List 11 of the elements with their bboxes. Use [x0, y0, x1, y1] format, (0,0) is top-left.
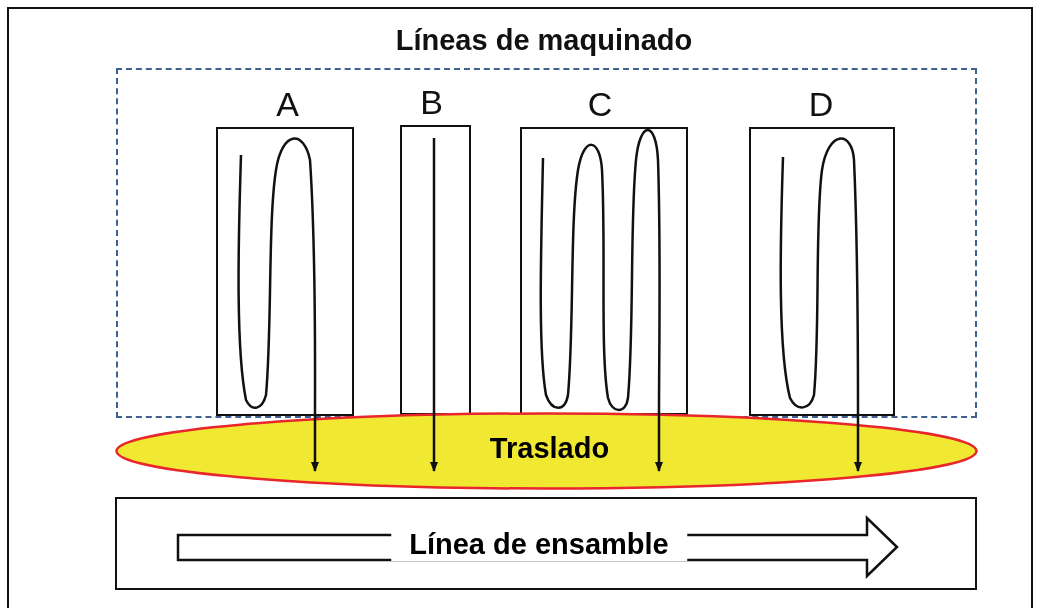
line-letter: A [275, 85, 300, 124]
line-letter: C [586, 85, 614, 124]
arrow [655, 413, 663, 472]
transfer-label: Traslado [488, 432, 611, 465]
group-title: Líneas de maquinado [394, 24, 694, 57]
arrow [311, 414, 319, 472]
line-letter: D [807, 85, 835, 124]
transfer-ellipse [115, 412, 978, 490]
line-letter: B [419, 83, 444, 122]
arrow [854, 414, 862, 472]
arrow [430, 413, 438, 472]
